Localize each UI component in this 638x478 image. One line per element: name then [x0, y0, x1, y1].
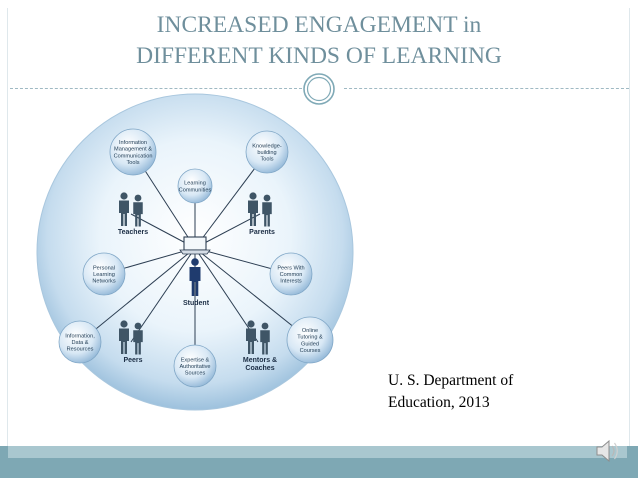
person-icon	[246, 328, 256, 354]
speaker-icon[interactable]	[592, 436, 622, 466]
people-node-label: Parents	[249, 229, 275, 236]
slide-title-line-2: DIFFERENT KINDS OF LEARNING	[136, 43, 502, 69]
resource-node-label: Information	[119, 140, 147, 146]
frame-right-border	[629, 8, 630, 446]
citation-line-1: U. S. Department of	[388, 372, 514, 389]
title-divider-left	[10, 88, 302, 89]
person-icon	[119, 200, 129, 226]
person-icon	[120, 192, 128, 200]
resource-node-label: Online	[302, 328, 318, 334]
person-icon	[262, 202, 272, 227]
people-node-parents: Parents	[248, 192, 275, 236]
resource-node-circle	[286, 316, 334, 364]
resource-node-label: Management &	[114, 147, 152, 153]
resource-node-label: Tools	[260, 157, 273, 163]
footer-bar	[0, 446, 638, 478]
person-icon	[260, 330, 270, 355]
citation: U. S. Department of Education, 2013	[388, 370, 608, 414]
title-divider-right	[344, 88, 629, 89]
resource-node-circle	[177, 168, 213, 204]
resource-node-circle	[245, 130, 289, 174]
resource-node-label: Learning	[184, 181, 206, 187]
people-node-label: Teachers	[118, 229, 148, 236]
resource-node-circle	[82, 252, 126, 296]
person-icon	[119, 328, 129, 354]
person-icon	[120, 320, 128, 328]
resource-node-label: Interests	[280, 279, 302, 285]
resource-node-label: Data &	[71, 340, 88, 346]
resource-node-circle	[109, 128, 157, 176]
resource-node-information-data-resources: Information,Data &Resources	[58, 320, 102, 364]
resource-node-label: Personal	[93, 265, 115, 271]
resource-node-label: Tools	[126, 160, 139, 166]
resource-node-label: Learning	[93, 272, 115, 278]
person-icon	[133, 330, 143, 355]
person-icon	[134, 322, 142, 330]
person-icon	[133, 202, 143, 227]
people-node-label: Mentors &	[243, 357, 277, 364]
connector-line	[79, 247, 196, 343]
student-person-icon	[189, 258, 201, 296]
resource-node-label: Communication	[114, 153, 153, 159]
people-node-label: Peers	[123, 357, 142, 364]
resource-node-label: Courses	[300, 348, 321, 354]
resource-node-label: Communities	[179, 187, 212, 193]
frame-left-border	[7, 8, 8, 446]
resource-node-circle	[173, 344, 217, 388]
resource-node-label: Information,	[65, 333, 95, 339]
people-node-label: Coaches	[245, 365, 274, 372]
connector-line	[194, 247, 311, 341]
people-node-peers: Peers	[119, 320, 143, 364]
ornament-circle-icon	[303, 73, 335, 105]
person-icon	[249, 192, 257, 200]
resource-node-label: Authoritative	[179, 364, 210, 370]
person-icon	[261, 322, 269, 330]
resource-node-label: Expertise &	[181, 357, 210, 363]
connector-line	[130, 247, 196, 343]
resource-node-label: Knowledge-	[252, 143, 282, 149]
resource-node-label: Guided	[301, 341, 319, 347]
resource-node-label: Peers With	[277, 265, 304, 271]
footer-bar-highlight	[8, 446, 627, 458]
laptop-icon	[179, 236, 211, 255]
person-icon	[263, 194, 271, 202]
resource-node-label: Resources	[67, 347, 94, 353]
citation-line-2: Education, 2013	[388, 394, 490, 411]
person-icon	[134, 194, 142, 202]
connector-line	[194, 247, 259, 343]
people-node-teachers: Teachers	[118, 192, 148, 236]
resource-node-circle	[269, 252, 313, 296]
resource-node-label: Sources	[185, 371, 206, 377]
resource-node-label: Tutoring &	[297, 335, 323, 341]
resource-node-circle	[58, 320, 102, 364]
people-node-mentors-coaches: Mentors &Coaches	[243, 320, 277, 372]
person-icon	[247, 320, 255, 328]
slide-title-line-1: INCREASED ENGAGEMENT in	[156, 12, 482, 38]
resource-node-label: building	[257, 150, 276, 156]
resource-node-label: Common	[280, 272, 303, 278]
person-icon	[248, 200, 258, 226]
student-label: Student	[183, 300, 210, 307]
resource-node-label: Networks	[92, 279, 116, 285]
